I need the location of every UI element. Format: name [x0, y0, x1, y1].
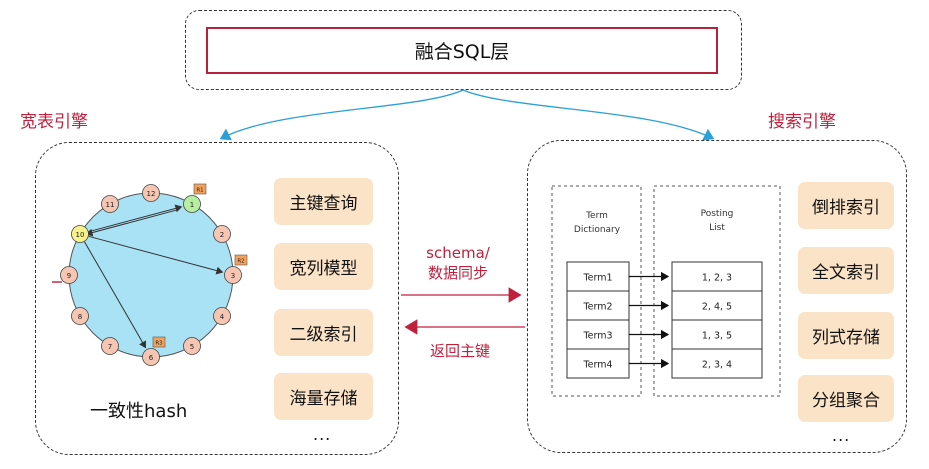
arrow-to-node-6: [84, 241, 146, 349]
term-cell: [566, 348, 630, 379]
arrow-node-1-to-10: [85, 208, 180, 237]
posting-label: 1, 2, 3: [702, 273, 732, 284]
ring-node: 2: [213, 225, 231, 243]
feature-inverted-index: 倒排索引: [798, 182, 894, 229]
svg-text:9: 9: [67, 272, 71, 280]
posting-header-line1: Posting: [701, 209, 734, 219]
svg-text:R3: R3: [155, 341, 163, 347]
svg-text:6: 6: [149, 354, 154, 362]
sync-flow-arrows: [401, 287, 525, 335]
feature-group-aggregation: 分组聚合: [798, 375, 894, 422]
ring-node: 4: [213, 307, 231, 325]
posting-panel: [653, 185, 781, 397]
search-engine-ellipsis: ...: [832, 426, 851, 445]
term-cell: [566, 319, 630, 350]
ring-node: 10: [71, 225, 89, 243]
replica-tag: R1: [193, 183, 207, 195]
search-engine-title: 搜索引擎: [768, 112, 836, 132]
svg-text:10: 10: [76, 231, 85, 239]
ring-node: 6: [142, 348, 160, 366]
term-cell: [566, 290, 630, 321]
svg-text:7: 7: [108, 343, 112, 351]
feature-massive-storage: 海量存储: [274, 373, 373, 420]
svg-text:4: 4: [220, 313, 225, 321]
index-row: Term4 2, 3, 4: [566, 348, 763, 379]
ring-node: 5: [183, 337, 201, 355]
return-label: 返回主键: [429, 342, 490, 360]
posting-label: 2, 3, 4: [702, 360, 732, 371]
dictionary-panel: [551, 185, 642, 397]
svg-text:8: 8: [78, 313, 82, 321]
wide-engine-title: 宽表引擎: [20, 112, 88, 132]
replica-tag: R3: [152, 336, 166, 348]
index-row: Term2 2, 4, 5: [566, 290, 763, 321]
term-label: Term3: [582, 331, 612, 342]
inverted-index-diagram: Term Dictionary Posting List Term1 1, 2, …: [551, 185, 781, 397]
term-label: Term2: [582, 302, 612, 313]
search-engine-container: [527, 140, 907, 453]
sql-layer-label: 融合SQL层: [206, 27, 718, 74]
ring-node: 1: [183, 195, 201, 213]
wide-engine-container: [35, 142, 399, 455]
dictionary-header-line2: Dictionary: [574, 225, 621, 235]
posting-label: 2, 4, 5: [702, 302, 732, 313]
connector-to-search-engine: [462, 89, 715, 141]
svg-text:11: 11: [106, 201, 115, 209]
ring-node: 9: [60, 266, 78, 284]
posting-label: 1, 3, 5: [702, 331, 732, 342]
term-label: Term1: [582, 273, 612, 284]
sql-layer-container: [185, 10, 742, 90]
term-label: Term4: [582, 360, 612, 371]
sync-label-line2: 数据同步: [427, 264, 488, 282]
ring-node: 11: [101, 195, 119, 213]
svg-text:R2: R2: [237, 259, 244, 265]
replica-tag: R2: [234, 254, 248, 266]
svg-text:5: 5: [190, 343, 194, 351]
hash-ring: [68, 192, 234, 358]
posting-cell: [671, 290, 763, 321]
posting-cell: [671, 348, 763, 379]
sync-label-line1: schema/: [426, 244, 490, 262]
ring-node: 3: [224, 266, 242, 284]
feature-wide-column-model: 宽列模型: [274, 243, 373, 290]
sync-label: schema/ 数据同步: [410, 243, 506, 283]
connector-to-wide-engine: [219, 89, 464, 141]
dictionary-header-line1: Term: [585, 211, 608, 221]
arrow-to-node-3: [88, 235, 224, 275]
ring-node: 8: [71, 307, 89, 325]
ring-node: 7: [101, 337, 119, 355]
feature-full-text-index: 全文索引: [798, 247, 894, 294]
index-row: Term3 1, 3, 5: [566, 319, 763, 350]
svg-text:R1: R1: [196, 187, 203, 193]
svg-text:2: 2: [220, 231, 224, 239]
wide-engine-ellipsis: ...: [313, 425, 332, 444]
index-row: Term1 1, 2, 3: [566, 261, 763, 292]
feature-primary-key-query: 主键查询: [274, 178, 373, 225]
arrow-to-node-1: [88, 204, 183, 233]
feature-secondary-index: 二级索引: [274, 309, 373, 356]
svg-text:12: 12: [147, 190, 156, 198]
svg-text:1: 1: [190, 201, 194, 209]
feature-columnar-storage: 列式存储: [798, 312, 894, 359]
hash-caption: 一致性hash: [90, 401, 188, 422]
ring-node: 12: [142, 184, 160, 202]
svg-text:3: 3: [231, 272, 235, 280]
posting-header-line2: List: [709, 223, 725, 233]
